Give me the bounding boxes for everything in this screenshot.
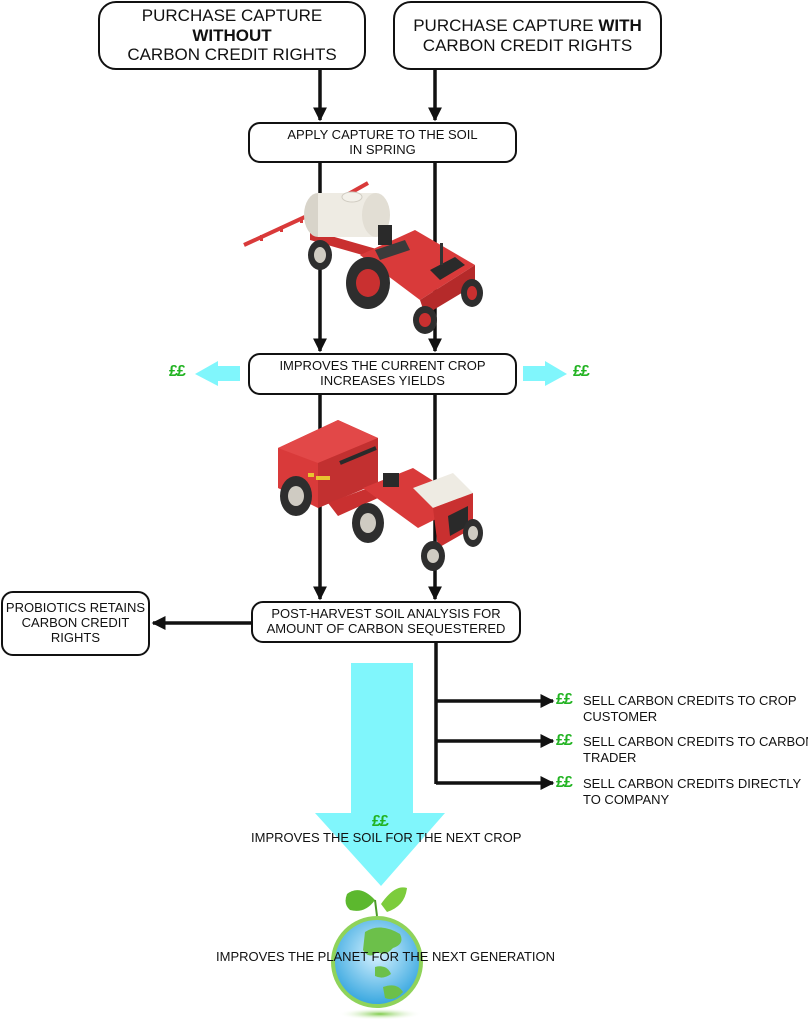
- sell-option-2-line1: SELL CARBON CREDITS TO CARBON: [583, 734, 808, 749]
- sell-option-3-line1: SELL CARBON CREDITS DIRECTLY: [583, 776, 802, 791]
- apply-capture-box: APPLY CAPTURE TO THE SOIL IN SPRING: [248, 122, 517, 163]
- purchase-with-box: PURCHASE CAPTURE WITH CARBON CREDIT RIGH…: [393, 1, 662, 70]
- purchase-without-line2: CARBON CREDIT RIGHTS: [127, 45, 337, 65]
- purchase-without-bold: WITHOUT: [192, 25, 272, 45]
- money-arrow-left: [195, 361, 240, 386]
- apply-line1: APPLY CAPTURE TO THE SOIL: [287, 126, 478, 142]
- money-sell-2: ££: [556, 732, 573, 749]
- purchase-without-line1-prefix: PURCHASE CAPTURE: [141, 6, 323, 26]
- analysis-line1: POST-HARVEST SOIL ANALYSIS FOR: [271, 606, 501, 622]
- probiotics-line1: PROBIOTICS RETAINS: [5, 600, 146, 616]
- sell-option-1-line1: SELL CARBON CREDITS TO CROP: [583, 693, 797, 708]
- purchase-with-line1-prefix: PURCHASE CAPTURE: [413, 15, 599, 35]
- soil-label: IMPROVES THE SOIL FOR THE NEXT CROP: [251, 830, 522, 845]
- sell-option-1-line2: CUSTOMER: [583, 708, 658, 724]
- purchase-with-bold: WITH: [598, 15, 642, 35]
- improves-crop-box: IMPROVES THE CURRENT CROP INCREASES YIEL…: [248, 353, 517, 395]
- tractor-sprayer-icon: [243, 181, 483, 334]
- improves-line2: INCREASES YIELDS: [320, 373, 445, 388]
- analysis-line2: AMOUNT OF CARBON SEQUESTERED: [266, 621, 506, 636]
- purchase-without-box: PURCHASE CAPTURE WITHOUT CARBON CREDIT R…: [98, 1, 366, 70]
- probiotics-line2: CARBON CREDIT: [21, 615, 130, 631]
- tractor-baler-icon: [278, 420, 483, 571]
- sell-option-2-line2: TRADER: [583, 749, 637, 765]
- improves-line1: IMPROVES THE CURRENT CROP: [279, 358, 486, 374]
- sell-option-company: SELL CARBON CREDITS DIRECTLY TO COMPANY: [583, 776, 801, 807]
- money-sell-3: ££: [556, 774, 573, 791]
- sell-option-carbon-trader: SELL CARBON CREDITS TO CARBON TRADER: [583, 734, 808, 765]
- money-sell-1: ££: [556, 691, 573, 708]
- money-left: ££: [169, 363, 186, 380]
- apply-line2: IN SPRING: [349, 141, 416, 157]
- sell-option-3-line2: TO COMPANY: [583, 791, 670, 807]
- money-soil: ££: [372, 813, 389, 830]
- soil-flow-arrow: [315, 663, 445, 886]
- purchase-with-line2: CARBON CREDIT RIGHTS: [422, 35, 633, 55]
- probiotics-box: PROBIOTICS RETAINS CARBON CREDIT RIGHTS: [1, 591, 150, 656]
- money-right: ££: [573, 363, 590, 380]
- globe-with-leaves-icon: [331, 887, 423, 1020]
- money-arrow-right: [523, 361, 567, 386]
- sell-option-crop-customer: SELL CARBON CREDITS TO CROP CUSTOMER: [583, 693, 797, 724]
- planet-label: IMPROVES THE PLANET FOR THE NEXT GENERAT…: [216, 949, 556, 964]
- soil-analysis-box: POST-HARVEST SOIL ANALYSIS FOR AMOUNT OF…: [251, 601, 521, 643]
- probiotics-line3: RIGHTS: [50, 629, 101, 645]
